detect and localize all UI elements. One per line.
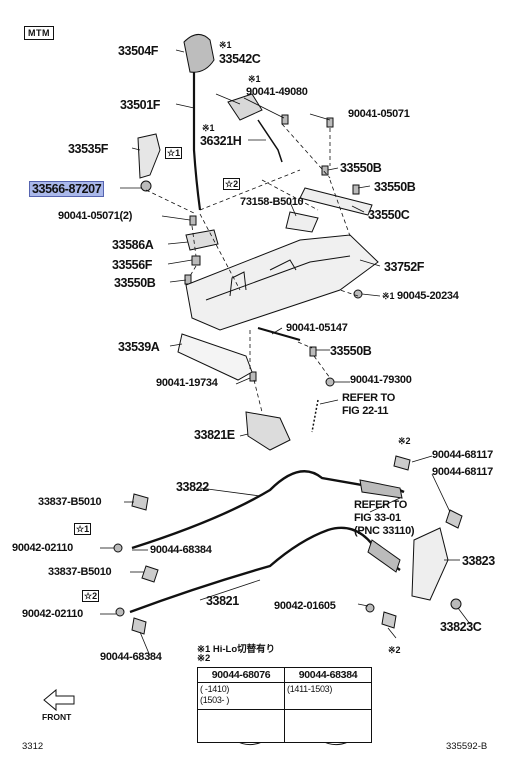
callout-33556f[interactable]: 33556F — [112, 258, 152, 272]
front-label: FRONT — [42, 712, 72, 722]
callout-90041-05071[interactable]: 90041-05071 — [348, 108, 410, 120]
callout-33542c[interactable]: 33542C — [219, 52, 261, 66]
cable-33821-shape — [129, 526, 401, 614]
legend-range: (1411-1503) — [287, 684, 333, 694]
refer-fig-22-11-line2[interactable]: FIG 22-11 — [342, 405, 389, 417]
note2-marker: ※2 — [388, 645, 401, 655]
bracket-33821e-shape — [245, 411, 291, 451]
callout-90044-68384[interactable]: 90044-68384 — [150, 544, 212, 556]
bracket-73158-shape — [285, 211, 319, 233]
note1-marker: ※1 — [382, 291, 395, 301]
legend-note1: ※1 Hi-Lo切替有り — [197, 644, 276, 655]
housing-33752f-shape — [185, 234, 379, 331]
refer-fig-33-01-line1[interactable]: REFER TO — [354, 499, 408, 511]
callout-33550b[interactable]: 33550B — [374, 180, 416, 194]
legend-range-cell: (1411-1503) — [284, 682, 372, 710]
legend-part-90044-68384[interactable]: 90044-68384 — [284, 667, 372, 683]
mtm-tag: MTM — [24, 26, 54, 40]
callout-90042-02110[interactable]: 90042-02110 — [12, 542, 73, 554]
callout-90045-20234[interactable]: 90045-20234 — [397, 290, 459, 302]
callout-33535f[interactable]: 33535F — [68, 142, 108, 156]
callout-33823[interactable]: 33823 — [462, 554, 495, 568]
legend-clip-picture — [197, 709, 285, 743]
callout-33550b[interactable]: 33550B — [330, 344, 372, 358]
refer-fig-33-01-line3: (PNC 33110) — [354, 525, 415, 537]
cover-33542c-shape — [227, 93, 263, 121]
callout-33550b[interactable]: 33550B — [114, 276, 156, 290]
rod-36321h-shape — [257, 119, 283, 163]
legend-range: ( -1410) — [200, 684, 230, 694]
star1-marker: ☆1 — [165, 147, 183, 159]
bracket-33823-shape — [411, 527, 449, 601]
callout-33837-b5010[interactable]: 33837-B5010 — [38, 496, 102, 508]
legend-clip-picture — [284, 709, 372, 743]
refer-fig-33-01-line2[interactable]: FIG 33-01 — [354, 512, 401, 524]
legend-table: 90044-68076 90044-68384 ( -1410) (1503- … — [197, 667, 372, 743]
callout-33566-87207-highlighted[interactable]: 33566-87207 — [29, 181, 105, 197]
legend-note2: ※2 — [197, 653, 211, 664]
callout-33586a[interactable]: 33586A — [112, 238, 154, 252]
callout-90041-49080[interactable]: 90041-49080 — [246, 86, 308, 98]
legend-range-cell: ( -1410) (1503- ) — [197, 682, 285, 710]
callout-90044-68117[interactable]: 90044-68117 — [432, 449, 493, 461]
lever-bracket-shape — [137, 133, 161, 179]
front-arrow-shape — [43, 688, 75, 712]
callout-90041-05147[interactable]: 90041-05147 — [286, 322, 348, 334]
callout-33501f[interactable]: 33501F — [120, 98, 160, 112]
callout-90042-02110[interactable]: 90042-02110 — [22, 608, 83, 620]
note1-marker: ※1 — [219, 40, 232, 50]
page-number-right: 335592-B — [446, 741, 488, 752]
callout-33752f[interactable]: 33752F — [384, 260, 424, 274]
plate-33550c-shape — [299, 187, 373, 216]
shift-knob-shape — [183, 34, 215, 73]
callout-33504f[interactable]: 33504F — [118, 44, 158, 58]
callout-73158-b5010[interactable]: 73158-B5010 — [240, 196, 304, 208]
refer-fig-22-11-line1[interactable]: REFER TO — [342, 392, 396, 404]
callout-33821e[interactable]: 33821E — [194, 428, 235, 442]
callout-90041-79300[interactable]: 90041-79300 — [350, 374, 412, 386]
callout-33822[interactable]: 33822 — [176, 480, 209, 494]
callout-36321h[interactable]: 36321H — [200, 134, 242, 148]
callout-33550c[interactable]: 33550C — [368, 208, 410, 222]
page-number-left: 3312 — [22, 741, 44, 752]
star2-marker: ☆2 — [223, 178, 241, 190]
legend-part-90044-68076[interactable]: 90044-68076 — [197, 667, 285, 683]
callout-33550b[interactable]: 33550B — [340, 161, 382, 175]
note2-marker: ※2 — [398, 436, 411, 446]
callout-33823c[interactable]: 33823C — [440, 620, 482, 634]
note1-marker: ※1 — [248, 74, 261, 84]
star2-marker: ☆2 — [82, 590, 100, 602]
plate-33539a-shape — [177, 333, 253, 381]
plate-33586a-shape — [185, 229, 219, 251]
note1-marker: ※1 — [202, 123, 215, 133]
callout-90044-68384[interactable]: 90044-68384 — [100, 651, 162, 663]
star1-marker: ☆1 — [74, 523, 92, 535]
callout-33837-b5010[interactable]: 33837-B5010 — [48, 566, 112, 578]
callout-90044-68117[interactable]: 90044-68117 — [432, 466, 493, 478]
callout-90041-05071-2[interactable]: 90041-05071(2) — [58, 210, 133, 222]
callout-33539a[interactable]: 33539A — [118, 340, 160, 354]
callout-33821[interactable]: 33821 — [206, 594, 239, 608]
legend-range: (1503- ) — [200, 695, 230, 705]
shift-lever-shape — [192, 72, 202, 211]
callout-90042-01605[interactable]: 90042-01605 — [274, 600, 336, 612]
callout-90041-19734[interactable]: 90041-19734 — [156, 377, 218, 389]
